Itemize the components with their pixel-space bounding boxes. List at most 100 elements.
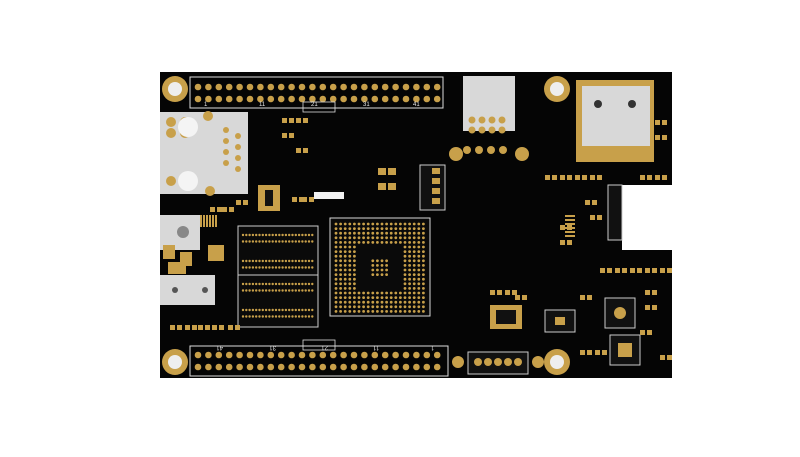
- header-pin: [340, 363, 347, 371]
- header-pin: [413, 95, 420, 103]
- bga-ball: [371, 305, 375, 309]
- passive-pad: [296, 148, 301, 153]
- bga-ball: [385, 310, 388, 313]
- memory-ball: [301, 233, 304, 237]
- bga-ball: [417, 273, 421, 276]
- bga-ball: [385, 227, 388, 231]
- bga-ball: [380, 296, 384, 299]
- header-pin: [246, 95, 254, 103]
- bga-ball: [348, 241, 352, 244]
- bga-ball: [348, 245, 352, 249]
- header-pin: [392, 351, 399, 359]
- memory-ball: [297, 289, 301, 292]
- passive-pad: [289, 133, 294, 138]
- bga-ball: [417, 227, 421, 231]
- bga-ball: [417, 305, 421, 309]
- header-pin: [433, 95, 441, 103]
- bga-ball: [422, 273, 425, 276]
- memory-ball: [291, 315, 294, 318]
- bga-ball: [371, 268, 375, 272]
- header-pin: [277, 363, 285, 371]
- jack-pad: [166, 128, 176, 138]
- bga-ball: [334, 282, 338, 286]
- bga-ball: [348, 231, 352, 235]
- bga-ball: [348, 259, 352, 263]
- memory-ball: [281, 233, 284, 237]
- bga-ball: [366, 222, 370, 226]
- bga-ball: [343, 259, 347, 263]
- passive-pad: [600, 268, 605, 273]
- bga-ball: [366, 241, 370, 244]
- passive-pad: [590, 175, 595, 180]
- header-pin: [225, 95, 233, 103]
- memory-ball: [255, 266, 258, 269]
- top-header-label: 21: [311, 102, 318, 108]
- bga-ball: [357, 241, 361, 244]
- memory-ball: [248, 308, 251, 312]
- bga-ball: [348, 254, 352, 258]
- fine-pitch-pad: [212, 215, 214, 227]
- bga-ball: [412, 273, 416, 276]
- memory-ball: [264, 315, 268, 318]
- bga-ball: [353, 259, 356, 263]
- memory-ball: [248, 259, 251, 263]
- bga-ball: [389, 300, 393, 304]
- passive-pad: [630, 268, 635, 273]
- bga-chip: [329, 217, 431, 317]
- jack-pin: [235, 144, 241, 150]
- memory-ball: [258, 282, 261, 286]
- bga-ball: [385, 291, 388, 295]
- bga-ball: [376, 273, 379, 276]
- memory-ball: [271, 308, 274, 312]
- bga-ball: [380, 310, 384, 313]
- bga-ball: [371, 300, 375, 304]
- bga-ball: [348, 264, 352, 267]
- bottom-header-label: 21: [321, 344, 328, 350]
- bga-ball: [394, 300, 398, 304]
- bga-ball: [403, 254, 407, 258]
- memory-ball: [301, 282, 304, 286]
- header-pin: [205, 351, 212, 359]
- memory-ball: [307, 240, 311, 243]
- mounting-hole-center: [168, 355, 182, 369]
- qfn-pad: [618, 343, 632, 357]
- bga-ball: [399, 236, 402, 240]
- passive-pad: [645, 290, 650, 295]
- memory-ball: [274, 282, 278, 286]
- passive-pad: [309, 197, 314, 202]
- bga-ball: [353, 268, 356, 272]
- memory-ball: [245, 315, 248, 318]
- pad: [452, 356, 464, 368]
- bga-ball: [371, 227, 375, 231]
- memory-ball: [297, 315, 301, 318]
- header-pin: [277, 351, 285, 359]
- passive-pad: [560, 175, 565, 180]
- passive-pad: [552, 175, 557, 180]
- header-pin: [225, 83, 233, 91]
- bga-ball: [380, 227, 384, 231]
- bga-ball: [348, 277, 352, 281]
- bga-ball: [353, 273, 356, 276]
- bga-ball: [348, 296, 352, 299]
- bga-ball: [376, 241, 379, 244]
- bga-ball: [417, 245, 421, 249]
- memory-ball: [311, 233, 314, 237]
- connector-pin: [463, 146, 471, 154]
- memory-ball: [281, 315, 284, 318]
- passive-pad: [303, 118, 308, 123]
- bga-ball: [403, 273, 407, 276]
- memory-ball: [291, 289, 294, 292]
- passive-pad: [645, 305, 650, 310]
- memory-ball: [307, 266, 311, 269]
- jack-hole: [178, 117, 198, 137]
- bga-ball: [422, 254, 425, 258]
- memory-ball: [268, 315, 271, 318]
- bga-ball: [334, 305, 338, 309]
- passive-pad: [302, 197, 307, 202]
- memory-ball: [251, 315, 255, 318]
- bga-ball: [334, 250, 338, 254]
- bga-ball: [343, 222, 347, 226]
- bga-ball: [408, 310, 411, 313]
- header-pin: [433, 351, 441, 359]
- memory-ball: [307, 308, 311, 312]
